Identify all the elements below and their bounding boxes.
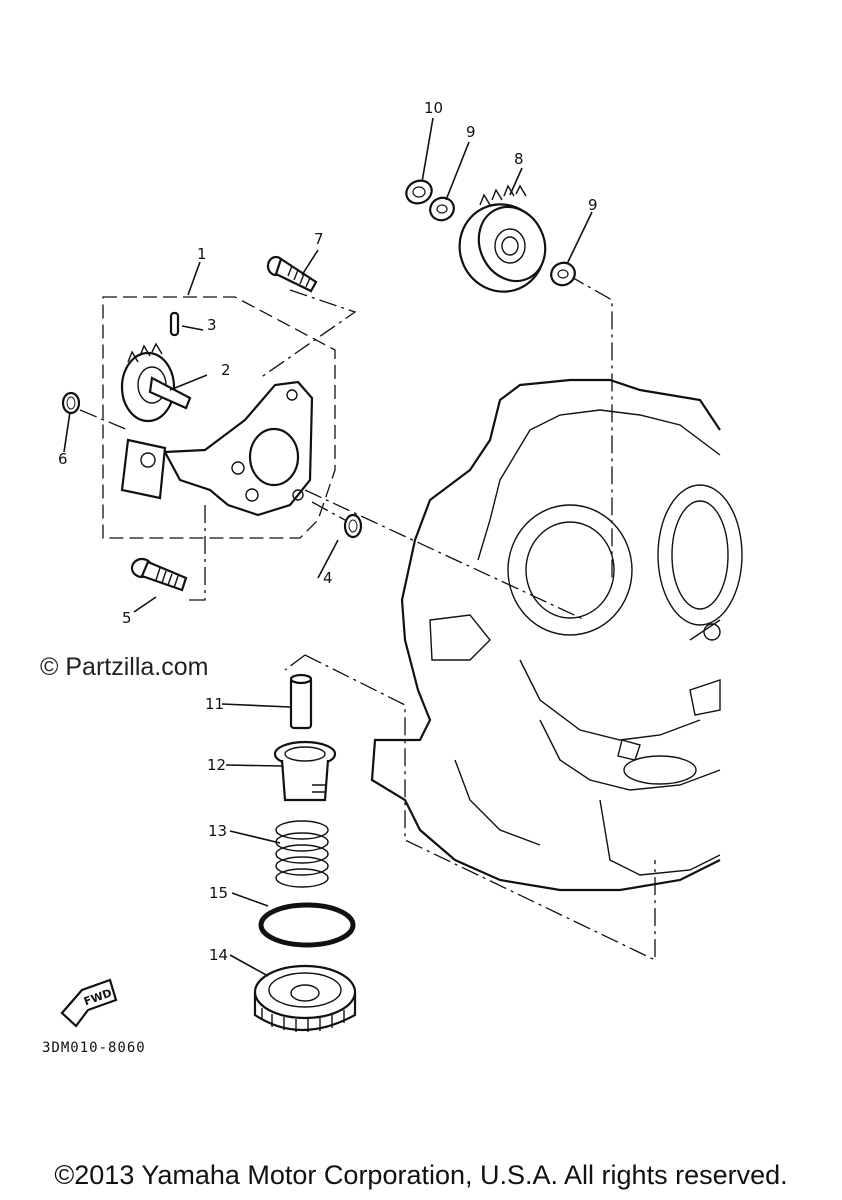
- circlip-part-10: [405, 179, 433, 205]
- callout-9-upper: 9: [466, 123, 476, 141]
- callout-leaders: [63, 117, 593, 977]
- o-ring-part-6: [61, 391, 81, 415]
- callout-9-lower: 9: [588, 196, 598, 214]
- callout-1: 1: [197, 245, 207, 263]
- watermark-text: © Partzilla.com: [40, 653, 209, 681]
- callout-11: 11: [205, 695, 224, 713]
- callout-8: 8: [514, 150, 524, 168]
- crankcase-outline: [370, 378, 743, 892]
- callout-10: 10: [424, 99, 443, 117]
- callout-13: 13: [208, 822, 227, 840]
- o-ring-part-4: [343, 513, 363, 539]
- oil-pump-body: [120, 380, 314, 517]
- oil-pump-assembly-boundary: [102, 296, 336, 539]
- callout-4: 4: [323, 569, 333, 587]
- callout-15: 15: [209, 884, 228, 902]
- washer-part-9-upper: [429, 196, 455, 222]
- pipe-part-11: [289, 673, 313, 730]
- bolt-part-5: [130, 557, 188, 592]
- callout-14: 14: [209, 946, 228, 964]
- gear-part-8: [458, 184, 547, 293]
- drain-plug-part-14: [253, 964, 357, 1032]
- forward-arrow-icon: FWD: [60, 978, 118, 1028]
- pump-gear-part-2: [120, 342, 192, 423]
- callout-7: 7: [314, 230, 324, 248]
- spring-part-13: [275, 820, 329, 888]
- copyright-footer: ©2013 Yamaha Motor Corporation, U.S.A. A…: [54, 1160, 788, 1190]
- callout-3: 3: [207, 316, 217, 334]
- washer-part-9-lower: [550, 261, 576, 287]
- callout-2: 2: [221, 361, 231, 379]
- reference-lines: [79, 274, 656, 962]
- callout-5: 5: [122, 609, 132, 627]
- pin-part-3: [169, 311, 180, 337]
- strainer-part-12: [273, 740, 337, 802]
- callout-12: 12: [207, 756, 226, 774]
- callout-6: 6: [58, 450, 68, 468]
- o-ring-part-15: [258, 902, 356, 948]
- diagram-code: 3DM010-8060: [42, 1040, 146, 1056]
- bolt-part-7: [266, 255, 318, 293]
